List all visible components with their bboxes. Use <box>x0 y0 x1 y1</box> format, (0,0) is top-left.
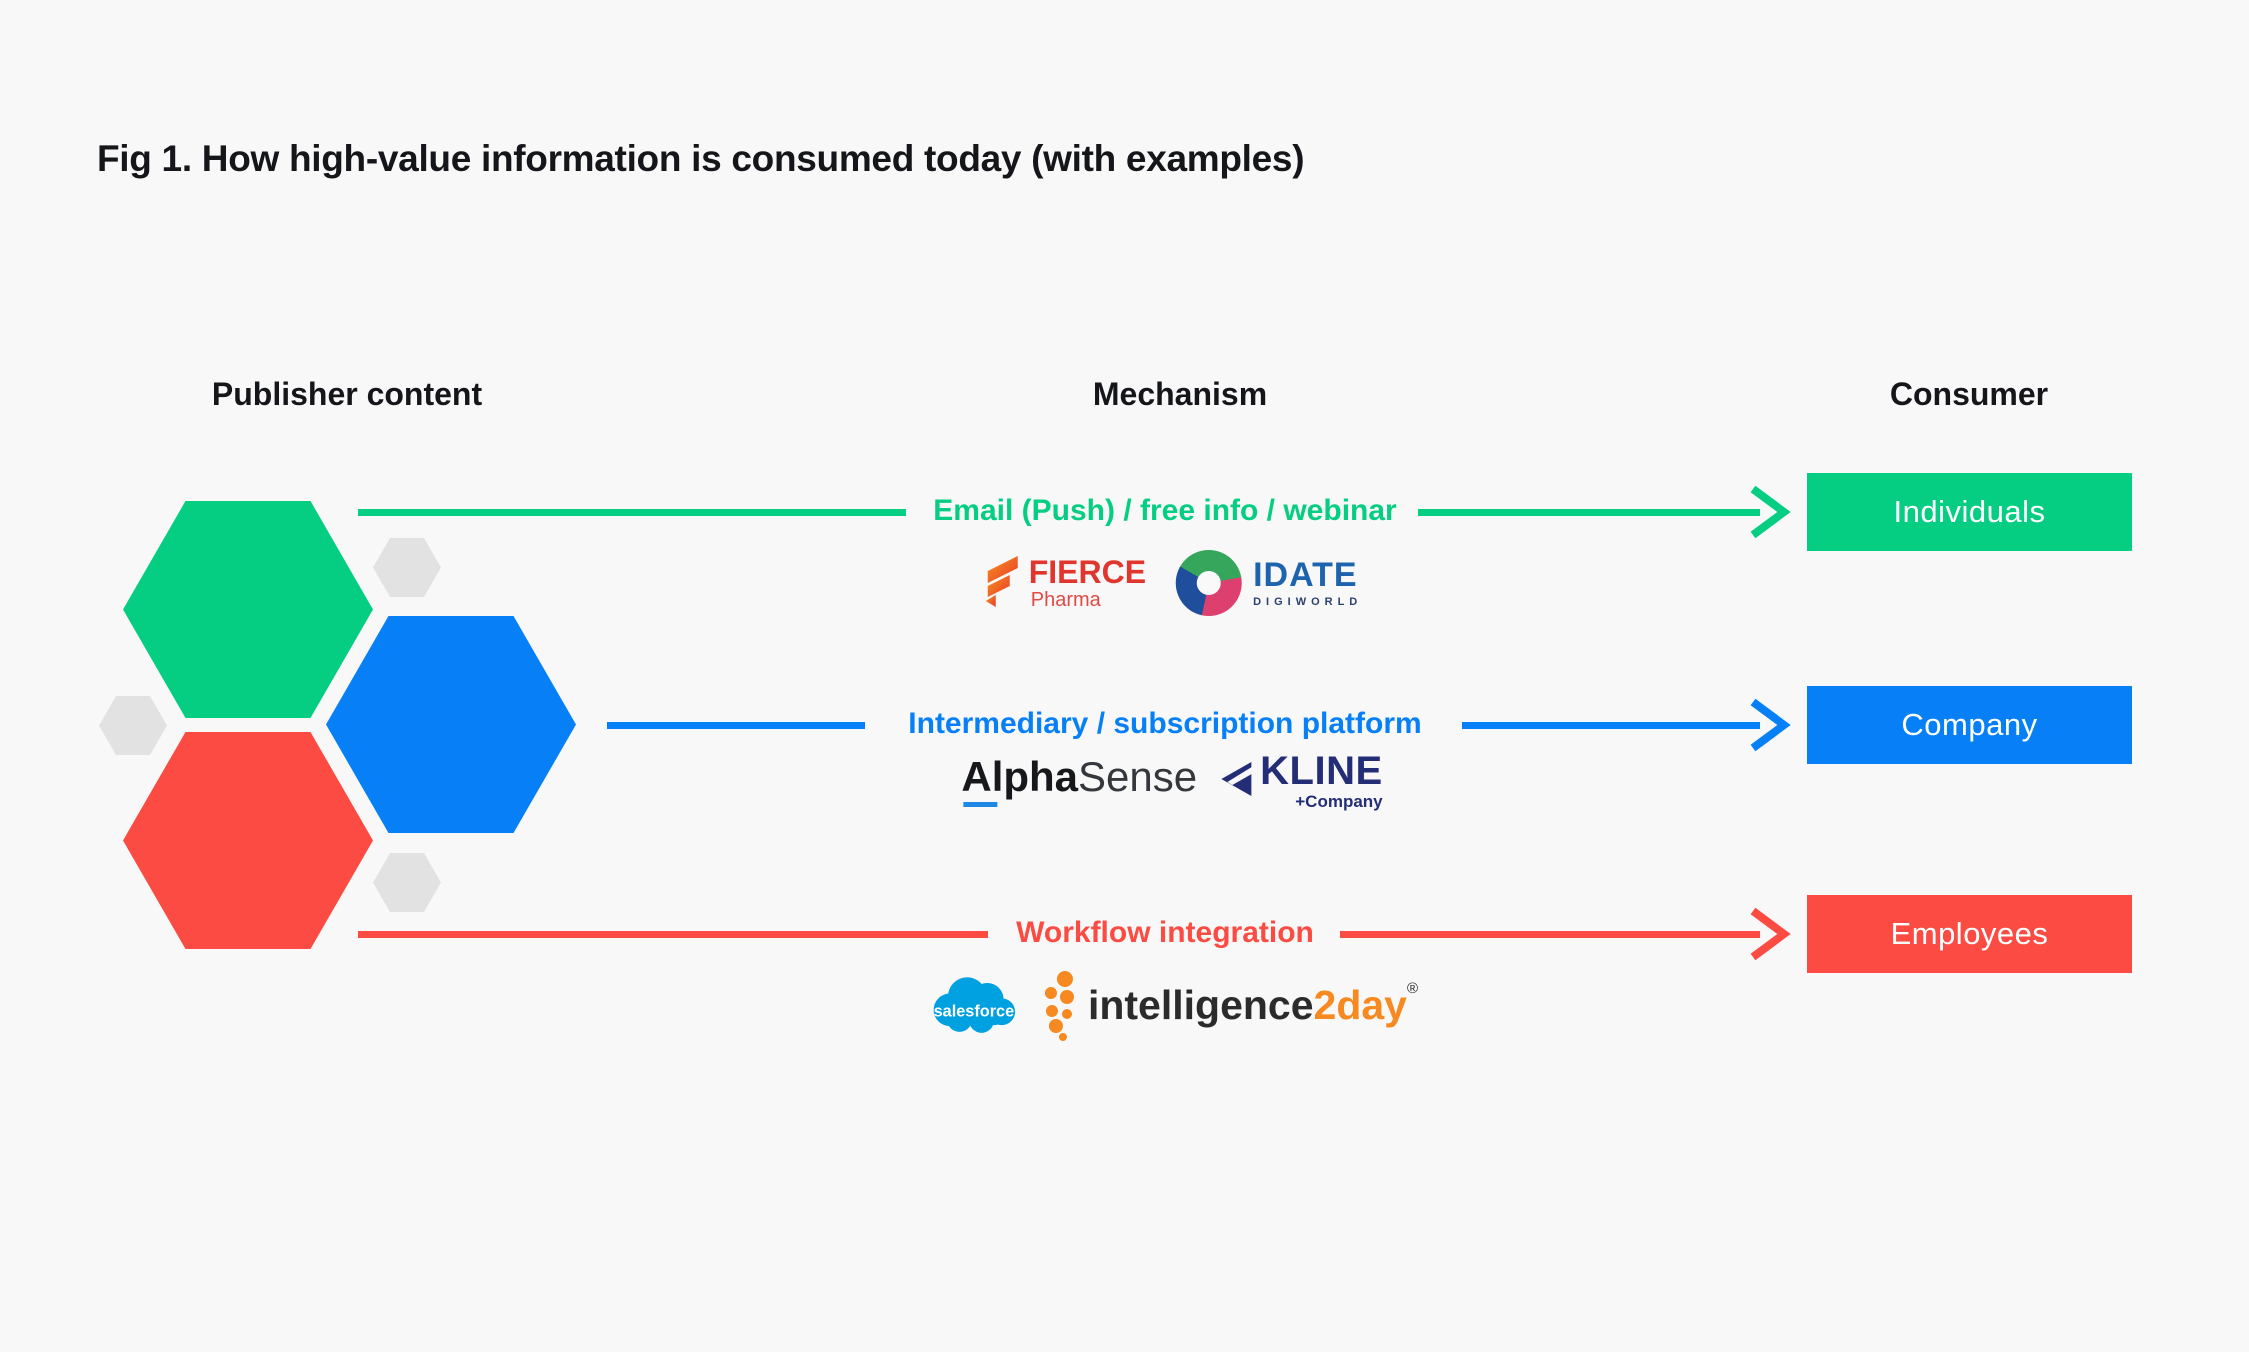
flow-line-right-intermediary <box>1462 722 1760 729</box>
arrowhead-icon-red <box>1750 907 1791 961</box>
idate-digiworld-label: DIGIWORLD <box>1253 596 1363 608</box>
consumer-box-label: Employees <box>1890 916 2049 951</box>
kline-company-logo: KLINE +Company <box>1219 749 1383 811</box>
consumer-box-employees: Employees <box>1807 895 2132 973</box>
hexagon-gray-small <box>373 538 441 597</box>
fierce-wordmark: FIERCE <box>1028 554 1147 590</box>
flow-line-left-workflow <box>358 931 988 938</box>
fierce-bolt-icon <box>985 556 1018 607</box>
alphasense-wordmark-bold: Alpha <box>961 753 1079 807</box>
column-header-mechanism: Mechanism <box>1092 376 1268 412</box>
logo-row-intermediary: Alpha Sense KLINE +Company <box>961 749 1383 811</box>
fierce-pharma-logo: FIERCE Pharma <box>982 554 1146 612</box>
figure-title: Fig 1. How high-value information is con… <box>97 138 1305 179</box>
mechanism-label-intermediary: Intermediary / subscription platform <box>908 707 1422 740</box>
logo-row-email: FIERCE Pharma IDATE DIGIWORLD <box>982 550 1363 616</box>
alphasense-wordmark-regular: Sense <box>1078 753 1198 800</box>
idate-digiworld-logo: IDATE DIGIWORLD <box>1176 550 1362 616</box>
consumer-box-individuals: Individuals <box>1807 473 2132 551</box>
idate-wordmark: IDATE <box>1253 556 1358 594</box>
flow-line-left-email <box>358 509 906 516</box>
intelligence2day-wordmark-orange: 2day <box>1313 982 1407 1029</box>
arrowhead-icon-green <box>1750 485 1791 539</box>
mechanism-label-email: Email (Push) / free info / webinar <box>933 494 1397 527</box>
mechanism-label-workflow: Workflow integration <box>1016 916 1314 949</box>
hexagon-gray-small <box>99 696 167 755</box>
column-header-publisher-content: Publisher content <box>211 376 483 412</box>
salesforce-logo: salesforce <box>934 977 1016 1033</box>
hexagon-red <box>123 732 373 949</box>
fierce-pharma-label: Pharma <box>1030 589 1101 611</box>
alphasense-logo: Alpha Sense <box>961 753 1197 809</box>
arrowhead-icon-blue <box>1750 698 1791 752</box>
intelligence2day-wordmark-dark: intelligence <box>1087 982 1314 1029</box>
consumer-box-label: Individuals <box>1893 494 2046 529</box>
hexagon-green <box>123 501 373 718</box>
kline-wordmark: KLINE <box>1260 749 1383 793</box>
registered-trademark-symbol: ® <box>1406 980 1419 998</box>
kline-chevron-icon <box>1221 762 1254 796</box>
hexagon-gray-small <box>373 853 441 912</box>
flow-line-right-email <box>1418 509 1760 516</box>
salesforce-wordmark: salesforce <box>934 1003 1015 1021</box>
kline-company-label: +Company <box>1295 792 1383 811</box>
idate-swirl-icon <box>1176 550 1243 616</box>
consumer-box-label: Company <box>1901 707 2038 742</box>
hexagon-blue <box>326 616 576 833</box>
intelligence2day-dots-icon <box>1044 971 1074 1041</box>
consumer-box-company: Company <box>1807 686 2132 764</box>
flow-line-left-intermediary <box>607 722 865 729</box>
flow-line-right-workflow <box>1340 931 1760 938</box>
column-header-consumer: Consumer <box>1889 376 2049 412</box>
